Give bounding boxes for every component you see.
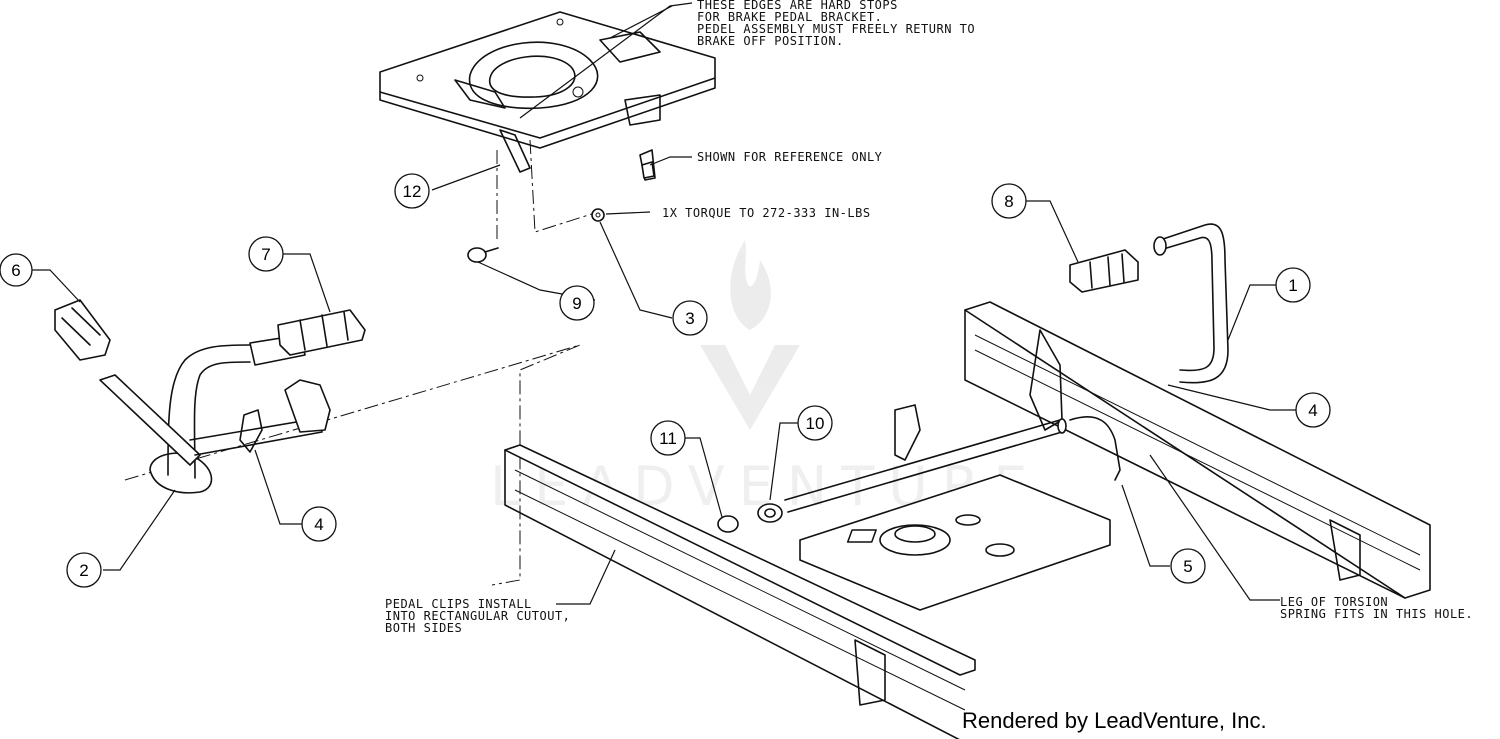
right-frame-rail — [964, 301, 1431, 599]
reference-lines — [124, 139, 599, 586]
svg-text:1: 1 — [1288, 276, 1297, 295]
note-reference-only: SHOWN FOR REFERENCE ONLY — [697, 150, 883, 164]
callout-10: 10 — [797, 405, 833, 441]
pedal-bracket-plate — [379, 11, 716, 181]
svg-text:12: 12 — [403, 182, 422, 201]
note-torque: 1X TORQUE TO 272-333 IN-LBS — [662, 206, 871, 220]
callout-1: 1 — [1275, 267, 1311, 303]
callout-4-left: 4 — [301, 506, 337, 542]
pedal-pad-6 — [54, 299, 111, 361]
watermark-logo — [700, 240, 800, 430]
callout-2: 2 — [66, 552, 102, 588]
note-hard-stops: THESE EDGES ARE HARD STOPS FOR BRAKE PED… — [697, 0, 975, 48]
svg-text:6: 6 — [11, 261, 20, 280]
reference-bolt — [641, 161, 655, 179]
callout-7: 7 — [248, 236, 284, 272]
svg-text:9: 9 — [572, 294, 581, 313]
callout-5: 5 — [1170, 548, 1206, 584]
lever-rod-assembly — [1153, 223, 1229, 384]
callout-12: 12 — [394, 173, 430, 209]
callout-3: 3 — [672, 300, 708, 336]
svg-text:PEDAL CLIPS INSTALL: PEDAL CLIPS INSTALL — [385, 597, 532, 611]
svg-text:10: 10 — [806, 414, 825, 433]
callout-11: 11 — [650, 420, 686, 456]
svg-text:THESE EDGES ARE HARD STOPS: THESE EDGES ARE HARD STOPS — [697, 0, 898, 12]
svg-text:BOTH SIDES: BOTH SIDES — [385, 621, 462, 635]
bolt-9 — [467, 247, 499, 263]
left-frame-rail — [504, 444, 976, 739]
footer-credit: Rendered by LeadVenture, Inc. — [962, 708, 1267, 733]
note-pedal-clips: PEDAL CLIPS INSTALL INTO RECTANGULAR CUT… — [385, 597, 570, 635]
grip-8 — [1069, 249, 1139, 293]
callout-9: 9 — [559, 285, 595, 321]
svg-text:PEDEL ASSEMBLY MUST FREELY RET: PEDEL ASSEMBLY MUST FREELY RETURN TO — [697, 22, 975, 36]
svg-text:3: 3 — [685, 309, 694, 328]
svg-text:8: 8 — [1004, 192, 1013, 211]
callout-8: 8 — [991, 183, 1027, 219]
nut-3 — [591, 208, 605, 222]
svg-text:INTO RECTANGULAR CUTOUT,: INTO RECTANGULAR CUTOUT, — [385, 609, 570, 623]
cross-shaft — [784, 404, 1121, 513]
callout-4-right: 4 — [1295, 392, 1331, 428]
svg-text:2: 2 — [79, 561, 88, 580]
svg-text:7: 7 — [261, 245, 270, 264]
callout-6: 6 — [0, 253, 33, 287]
bushing-11 — [717, 515, 739, 533]
svg-text:4: 4 — [1308, 401, 1317, 420]
note-torsion-spring: LEG OF TORSION SPRING FITS IN THIS HOLE. — [1280, 595, 1473, 621]
brake-pedal-assembly — [99, 334, 331, 494]
floor-pan — [799, 474, 1111, 611]
svg-text:FOR BRAKE PEDAL BRACKET.: FOR BRAKE PEDAL BRACKET. — [697, 10, 882, 24]
svg-text:11: 11 — [659, 429, 677, 448]
pedal-pad-7 — [277, 309, 366, 356]
bushing-10 — [757, 503, 783, 523]
svg-text:SPRING FITS IN THIS HOLE.: SPRING FITS IN THIS HOLE. — [1280, 607, 1473, 621]
svg-text:5: 5 — [1183, 557, 1192, 576]
svg-text:LEG OF TORSION: LEG OF TORSION — [1280, 595, 1388, 609]
svg-text:4: 4 — [314, 515, 323, 534]
svg-text:BRAKE OFF POSITION.: BRAKE OFF POSITION. — [697, 34, 844, 48]
